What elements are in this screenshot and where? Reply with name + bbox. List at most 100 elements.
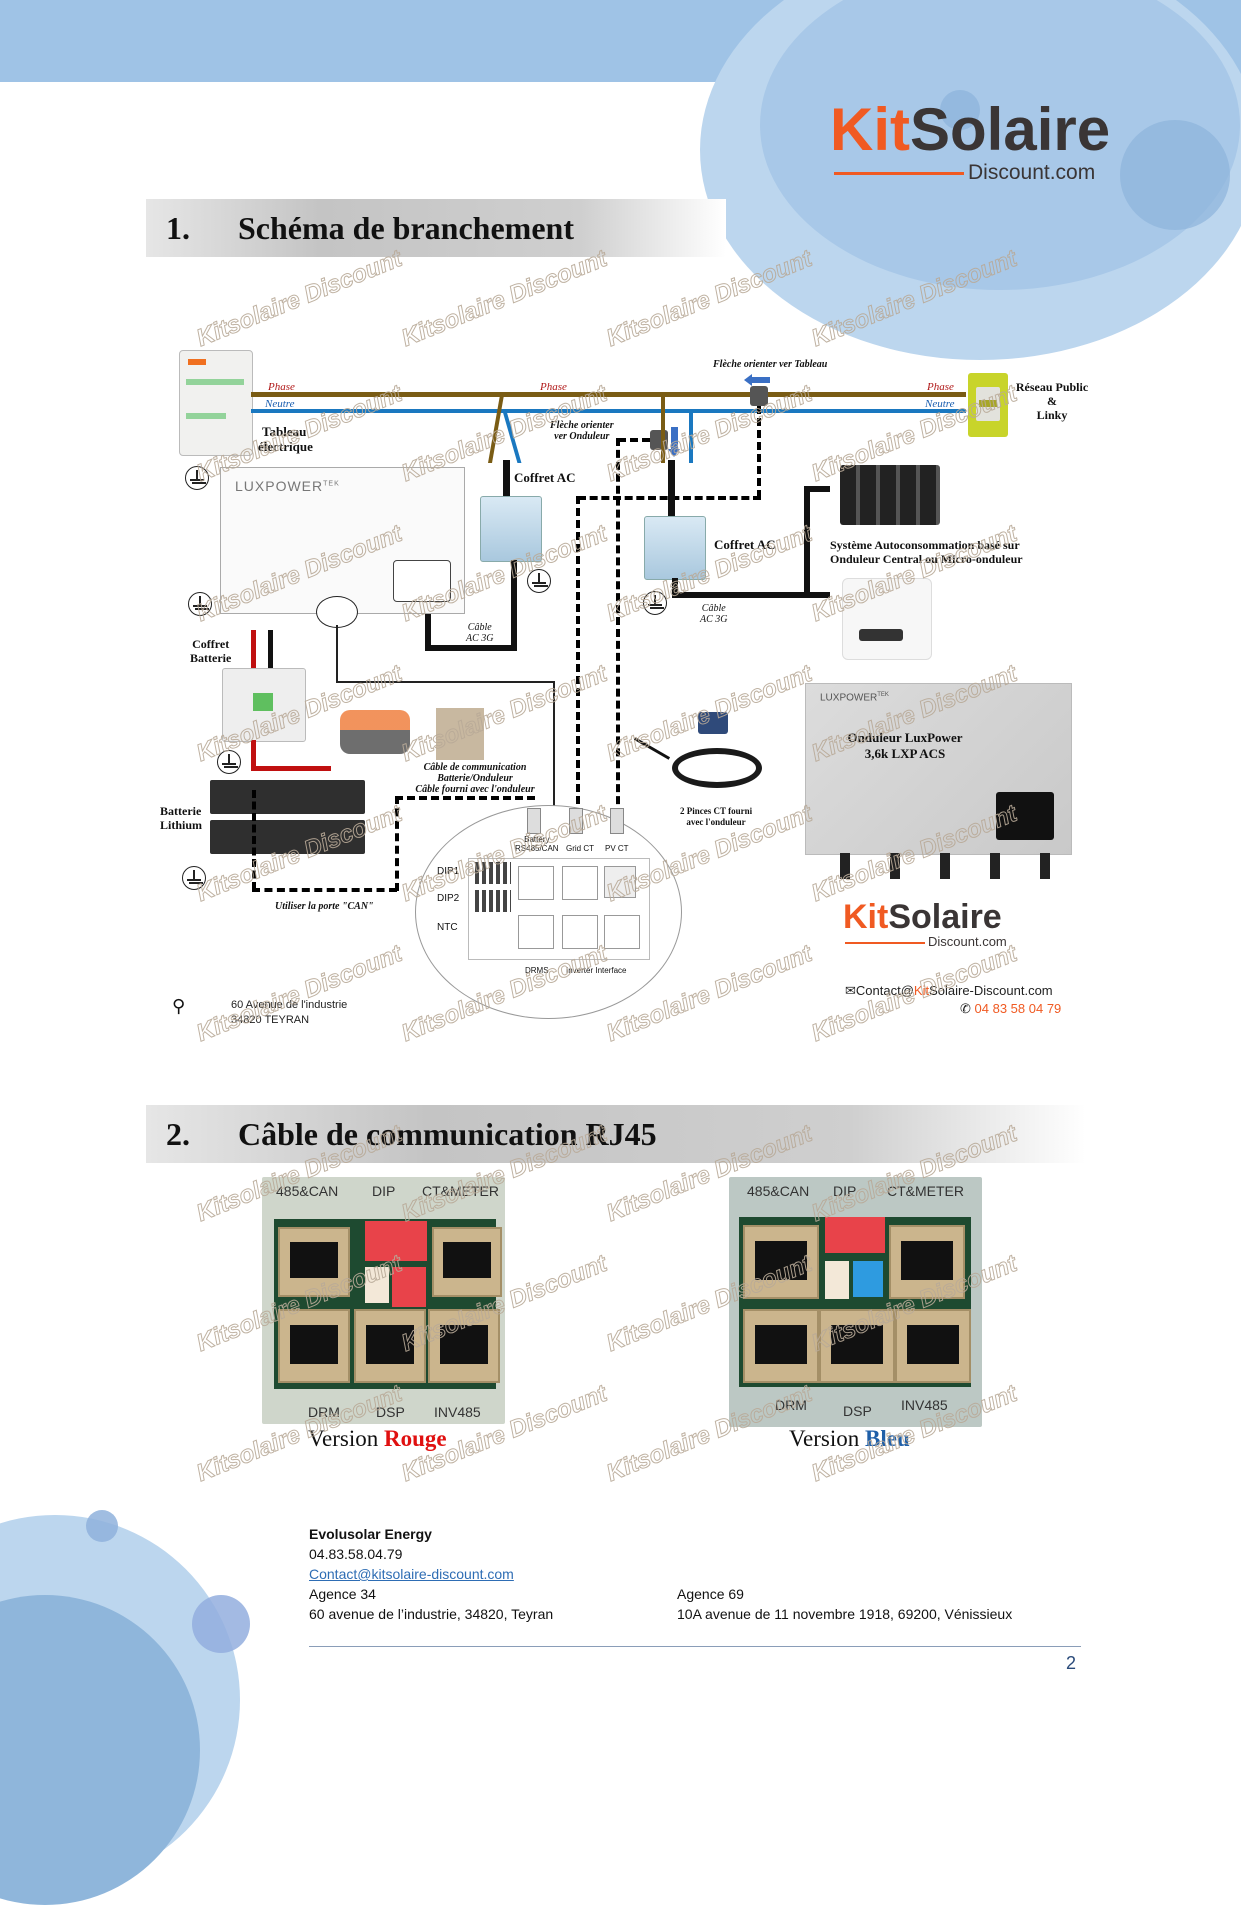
cable-ac-2-line1: Câble [701, 603, 726, 614]
phone-number: 04 83 58 04 79 [974, 1001, 1062, 1016]
cable-ac-1-line1: Câble [467, 622, 492, 633]
rj45-port-485can [278, 1227, 350, 1297]
can-cable-v2 [395, 796, 399, 891]
autoconsommation-label: Système Autoconsommation basé sur Ondule… [830, 538, 1023, 566]
rj45-photo-rouge: 485&CAN DIP CT&METER DRM DSP INV485 [262, 1177, 505, 1424]
port-label-inv485: INV485 [434, 1404, 481, 1420]
luxpower-brand-small-text: LUXPOWER [820, 692, 878, 704]
logo-solaire-small: Solaire [888, 898, 1002, 936]
onduleur-label: Onduleur LuxPower 3,6k LXP ACS [840, 730, 970, 762]
dc-positive [251, 630, 256, 670]
footer: Evolusolar Energy 04.83.58.04.79 Contact… [309, 1524, 1089, 1624]
cable-ac-1-label: Câble AC 3G [466, 622, 494, 644]
rj45-port-dsp [819, 1309, 895, 1383]
logo-kit-small: Kit [843, 898, 889, 936]
footer-agence1-title: Agence 34 [309, 1586, 376, 1602]
caption-rouge-word: Rouge [384, 1426, 447, 1451]
logo-solaire: Solaire [909, 96, 1111, 163]
reseau-label: Réseau Public & Linky [1012, 380, 1092, 422]
port-label-drm: DRM [308, 1404, 340, 1420]
dc-positive-2h [251, 766, 331, 771]
cable-to-coffret2 [668, 460, 675, 516]
connector-white [365, 1267, 389, 1303]
phone-icon: ✆ [960, 1001, 971, 1016]
logo-kit: Kit [830, 96, 910, 163]
battery-module-1 [210, 780, 365, 814]
footer-email-link[interactable]: Contact@kitsolaire-discount.com [309, 1566, 514, 1582]
footer-phone: 04.83.58.04.79 [309, 1546, 403, 1562]
coffret-batterie-image [222, 668, 306, 742]
brand-logo-diagram: KitSolaire [843, 900, 1002, 934]
coffret-batterie-line1: Coffret [192, 637, 230, 651]
port-label-ctmeter: CT&METER [422, 1183, 499, 1199]
coffret-ac-1-label: Coffret AC [514, 470, 576, 485]
footer-company: Evolusolar Energy [309, 1526, 432, 1542]
ac-cable-2-top [804, 486, 830, 492]
section-2-number: 2. [166, 1115, 190, 1152]
luxpower-brand-small: LUXPOWERTEK [820, 692, 889, 703]
inverter-display [393, 560, 451, 602]
watermark: Kitsolaire Discount [602, 1380, 816, 1488]
port-grid-label: Grid CT [566, 844, 594, 853]
autoconso-line2: Onduleur Central ou Micro-onduleur [830, 552, 1023, 566]
rj45-port-ctmeter [432, 1227, 502, 1297]
logo-subtitle: Discount.com [968, 161, 1096, 184]
pinces-line1: 2 Pinces CT fourni [680, 806, 753, 816]
dip2-label: DIP2 [437, 893, 460, 904]
contact-kit: Kit [913, 983, 930, 998]
grid-ct-cable [757, 406, 761, 498]
cable-ac-1-line2: AC 3G [466, 633, 494, 644]
reseau-label-line1: Réseau Public [1015, 380, 1089, 394]
cable-ac-2-label: Câble AC 3G [700, 603, 728, 625]
port-label-dip: DIP [372, 1183, 396, 1199]
batterie-line2: Lithium [160, 818, 203, 832]
contact-prefix: Contact@ [855, 983, 914, 998]
ground-icon [185, 466, 209, 490]
cable-to-coffret1 [503, 460, 510, 496]
port-pv-label: PV CT [605, 844, 629, 853]
address-block: 60 Avenue de l'industrie 34820 TEYRAN [231, 998, 347, 1028]
dip-switch-blue [853, 1261, 883, 1297]
inverter-interface-detail [415, 805, 682, 1019]
luxpower-brand: LUXPOWERTEK [235, 478, 340, 494]
section-2-heading: 2. Câble de communication RJ45 [146, 1105, 1086, 1163]
arrow-down-icon [671, 427, 678, 449]
pv-ct-cable-h [618, 438, 650, 442]
phase-label-right: Phase [927, 381, 954, 393]
cable-comm-line2: Batterie/Onduleur [437, 773, 513, 784]
map-route-icon: ⚲ [172, 996, 186, 1017]
port-battery-line1: Battery [524, 835, 550, 844]
reseau-label-line2: & [1047, 394, 1057, 408]
onduleur-display [996, 792, 1054, 840]
rj45-port-icon [604, 915, 640, 949]
mail-icon: ✉ [845, 983, 856, 998]
dc-positive-2 [251, 740, 256, 770]
port-label-drm: DRM [775, 1397, 807, 1413]
decor-dot-small [940, 90, 980, 130]
rj45-port-icon [518, 866, 554, 900]
footer-agence2-address: 10A avenue de 11 novembre 1918, 69200, V… [677, 1606, 1013, 1622]
branch-neutral-2 [689, 411, 693, 463]
ct-clamp-image [668, 712, 770, 790]
caption-bleu-word: Bleu [865, 1426, 910, 1451]
caption-bleu: Version Bleu [789, 1426, 910, 1452]
luxpower-tek-small: TEK [877, 692, 889, 698]
fleche-onduleur-line2: ver Onduleur [554, 431, 610, 442]
dc-negative [268, 630, 273, 670]
batterie-lithium-label: Batterie Lithium [160, 804, 202, 832]
logo-subtitle-small: Discount.com [928, 934, 1007, 949]
comm-cable-image [436, 708, 484, 760]
page-number: 2 [1066, 1653, 1077, 1673]
footer-agence1-address: 60 avenue de l’industrie, 34820, Teyran [309, 1606, 554, 1622]
arrow-left-icon [744, 374, 752, 386]
micro-inverters-image [840, 465, 940, 525]
luxpower-tek: TEK [323, 480, 340, 488]
rj45-port-icon [604, 866, 636, 898]
ct-clamp-icon-grid [750, 386, 768, 406]
coffret-ac-2-image [644, 516, 706, 580]
battery-module-2 [210, 820, 365, 854]
rj45-port-icon [562, 915, 598, 949]
logo-underline-small [845, 942, 925, 944]
comm-cable-h [336, 681, 554, 683]
tableau-label-line2: électrique [258, 439, 313, 454]
